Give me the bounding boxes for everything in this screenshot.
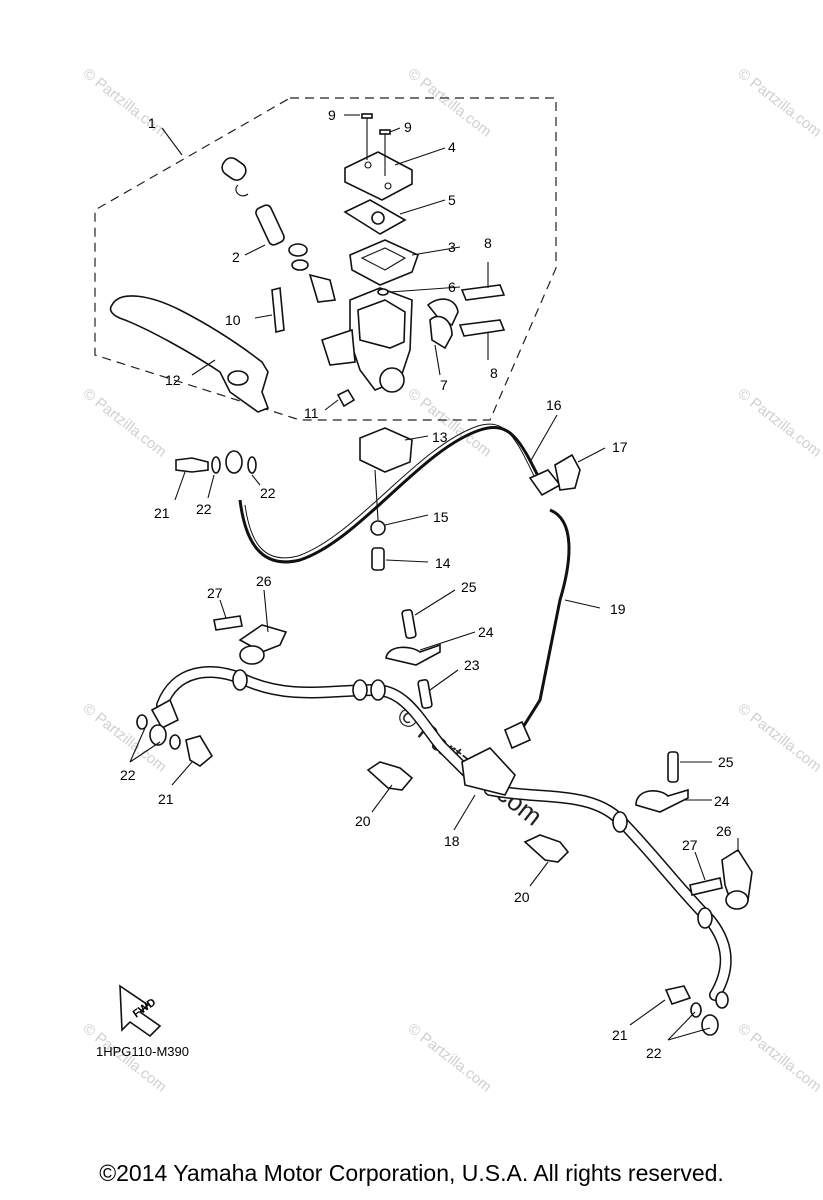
callout: 24 [714, 793, 730, 809]
clip-20b [523, 834, 570, 863]
clip-24a [385, 643, 441, 666]
callout: 3 [448, 239, 456, 255]
callout: 22 [196, 501, 212, 517]
banjo-fitting [225, 450, 243, 474]
callout: 16 [546, 397, 562, 413]
callout: 8 [484, 235, 492, 251]
callout: 15 [433, 509, 449, 525]
clip-24b [635, 788, 689, 813]
assembly-boundary [94, 97, 557, 421]
crush-washer [247, 456, 257, 474]
callout: 8 [490, 365, 498, 381]
master-cylinder [320, 287, 413, 393]
hose-fitting [528, 469, 562, 497]
brake-pipe [513, 508, 571, 741]
plate-ring [371, 211, 385, 225]
callout: 20 [355, 813, 371, 829]
callout: 20 [514, 889, 530, 905]
leader-lines [129, 114, 739, 1041]
banjo-bolt-21c [664, 985, 692, 1005]
callout: 22 [120, 767, 136, 783]
copyright-notice: ©2014 Yamaha Motor Corporation, U.S.A. A… [99, 1160, 724, 1186]
callout: 22 [646, 1045, 662, 1061]
fwd-arrow: FWD [119, 984, 162, 1038]
nut [336, 388, 356, 408]
pipe-fitting [503, 720, 532, 750]
brake-lever [109, 295, 270, 413]
callout: 25 [461, 579, 477, 595]
callout: 14 [435, 555, 451, 571]
holder [426, 298, 459, 327]
callout: 21 [158, 791, 174, 807]
callout: 4 [448, 139, 456, 155]
banjo-bolt-21b [185, 735, 214, 767]
bolt-25a [401, 609, 417, 639]
screw-9a [361, 113, 373, 160]
callout: 10 [225, 312, 241, 328]
callouts: 1 2 3 4 5 6 7 8 8 9 9 10 11 12 13 14 15 … [120, 107, 734, 1061]
cap-hole [384, 182, 392, 190]
callout: 17 [612, 439, 628, 455]
callout: 9 [328, 107, 336, 123]
callout: 19 [610, 601, 626, 617]
callout: 2 [232, 249, 240, 265]
callout: 21 [154, 505, 170, 521]
washer [370, 520, 386, 536]
diagram-code: 1HPG110-M390 [96, 1044, 189, 1059]
callout: 9 [404, 119, 412, 135]
holder [429, 315, 453, 350]
brake-hose-joint [461, 747, 516, 796]
diaphragm [349, 239, 419, 286]
callout: 21 [612, 1027, 628, 1043]
bolt-25b [667, 751, 679, 783]
bolt-27a [213, 615, 243, 631]
crush-washer [211, 456, 221, 474]
callout: 26 [256, 573, 272, 589]
brake-switch [359, 427, 413, 473]
bolt-8a [460, 284, 506, 301]
cap-hole [364, 161, 372, 169]
callout: 1 [148, 115, 156, 131]
bolt-27b [689, 877, 723, 896]
callout: 22 [260, 485, 276, 501]
pivot-pin [271, 286, 285, 334]
callout: 6 [448, 279, 456, 295]
bolt-23 [417, 679, 433, 709]
callout: 27 [207, 585, 223, 601]
clip-20a [366, 761, 414, 791]
bolt-8b [458, 319, 506, 337]
hose-end-fitting [150, 698, 180, 730]
banjo-bolt [175, 457, 209, 473]
callout: 11 [304, 405, 319, 421]
callout: 5 [448, 192, 456, 208]
callout: 23 [464, 657, 480, 673]
callout: 26 [716, 823, 732, 839]
callout: 7 [440, 377, 448, 393]
callout: 13 [432, 429, 448, 445]
callout: 27 [682, 837, 698, 853]
reservoir-cap [344, 151, 413, 201]
hose-clamp [554, 453, 581, 491]
callout: 25 [718, 754, 734, 770]
callout: 18 [444, 833, 460, 849]
callout: 12 [165, 372, 181, 388]
switch-screw [371, 547, 385, 571]
callout: 24 [478, 624, 494, 640]
piston-kit [221, 157, 336, 303]
